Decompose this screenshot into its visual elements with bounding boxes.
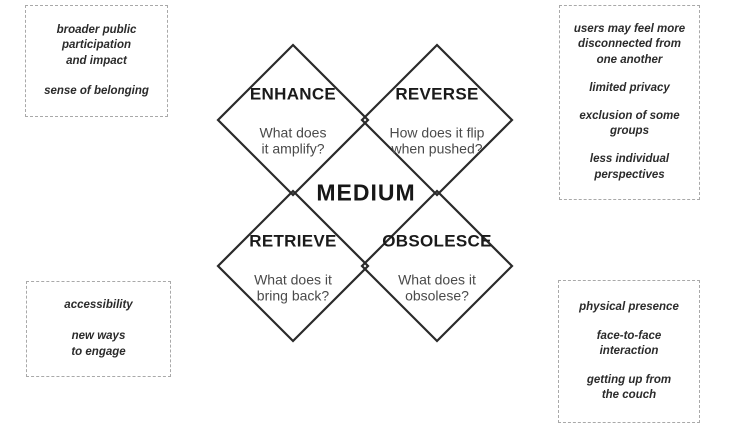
enhance-notes-box: broader public participation and impact … xyxy=(25,5,168,117)
obsolesce-quadrant: OBSOLESCE What does it obsolese? xyxy=(372,214,502,321)
medium-center-label: MEDIUM xyxy=(316,179,416,206)
note-item: limited privacy xyxy=(589,81,670,94)
retrieve-question: What does it bring back? xyxy=(254,270,332,304)
note-item: users may feel more disconnected from on… xyxy=(573,23,686,66)
note-item: face-to-face interaction xyxy=(596,329,662,357)
note-item: sense of belonging xyxy=(44,84,149,97)
note-item: physical presence xyxy=(579,300,679,313)
obsolesce-question: What does it obsolese? xyxy=(398,270,476,304)
obsolesce-title: OBSOLESCE xyxy=(382,231,492,251)
retrieve-diamond-outline xyxy=(216,189,370,343)
note-item: new ways to engage xyxy=(71,330,126,358)
enhance-title: ENHANCE xyxy=(249,84,337,104)
obsolesce-diamond-outline xyxy=(360,189,514,343)
note-item: getting up from the couch xyxy=(586,374,672,402)
reverse-diamond-outline xyxy=(360,43,514,197)
note-item: less individual perspectives xyxy=(589,153,670,181)
reverse-notes-box: users may feel more disconnected from on… xyxy=(559,5,700,200)
retrieve-title: RETRIEVE xyxy=(249,231,337,251)
reverse-question: How does it flip when pushed? xyxy=(389,123,485,157)
obsolesce-notes-box: physical presence face-to-face interacti… xyxy=(558,280,700,423)
enhance-question: What does it amplify? xyxy=(259,123,327,157)
retrieve-quadrant: RETRIEVE What does it bring back? xyxy=(228,214,358,321)
note-item: accessibility xyxy=(64,299,133,312)
enhance-diamond-outline xyxy=(216,43,370,197)
note-item: broader public participation and impact xyxy=(56,24,137,67)
enhance-quadrant: ENHANCE What does it amplify? xyxy=(228,67,358,174)
reverse-quadrant: REVERSE How does it flip when pushed? xyxy=(372,67,502,174)
retrieve-notes-box: accessibility new ways to engage xyxy=(26,281,171,377)
note-item: exclusion of some groups xyxy=(579,110,680,138)
reverse-title: REVERSE xyxy=(395,84,479,104)
